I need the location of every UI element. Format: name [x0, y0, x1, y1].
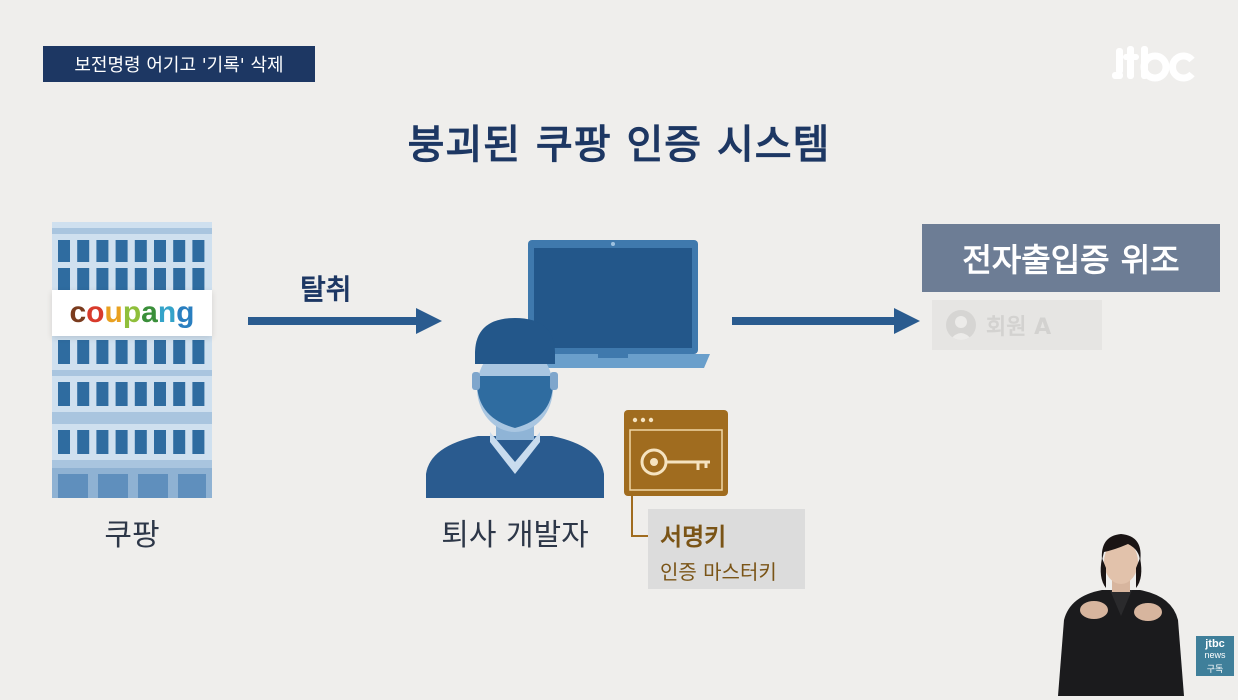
- coupang-logo-letter: n: [157, 296, 177, 329]
- news-caption: 보전명령 어기고 '기록' 삭제: [43, 46, 315, 82]
- developer-label: 퇴사 개발자: [441, 518, 589, 553]
- coupang-logo-letter: o: [86, 296, 105, 329]
- jtbc-logo: [1112, 40, 1196, 90]
- badge-subscribe: 구독: [1206, 664, 1224, 674]
- badge-brand: jtbc: [1205, 638, 1225, 650]
- coupang-logo-letter: g: [176, 296, 195, 329]
- coupang-logo-letter: a: [141, 296, 158, 329]
- member-card: 회원 A: [932, 300, 1102, 350]
- key-connector-line: [630, 496, 652, 550]
- office-building-icon: [52, 222, 212, 502]
- user-avatar-icon: [946, 310, 976, 340]
- slide-title: 붕괴된 쿠팡 인증 시스템: [407, 122, 831, 168]
- coupang-logo-letter: p: [122, 296, 142, 329]
- steal-label: 탈취: [300, 273, 352, 306]
- laptop-icon: [524, 238, 714, 378]
- developer-person-icon: [420, 314, 610, 502]
- signing-key-subtitle: 인증 마스터키: [660, 560, 777, 584]
- coupang-logo-letter: u: [104, 296, 123, 329]
- coupang-label: 쿠팡: [104, 518, 160, 553]
- key-window-icon: [624, 410, 728, 500]
- arrow-right-icon: [248, 306, 444, 340]
- jtbc-news-subscribe-badge[interactable]: jtbc news 구독: [1196, 636, 1234, 676]
- signing-key-title: 서명키: [660, 523, 727, 551]
- arrow-right-icon: [732, 306, 922, 340]
- badge-news: news: [1204, 650, 1226, 660]
- member-label: 회원 A: [986, 315, 1052, 340]
- forgery-label-box: 전자출입증 위조: [922, 224, 1220, 292]
- sign-language-interpreter: [1056, 528, 1186, 700]
- signing-key-box: 서명키 인증 마스터키: [648, 509, 805, 589]
- coupang-logo-letter: c: [69, 296, 87, 329]
